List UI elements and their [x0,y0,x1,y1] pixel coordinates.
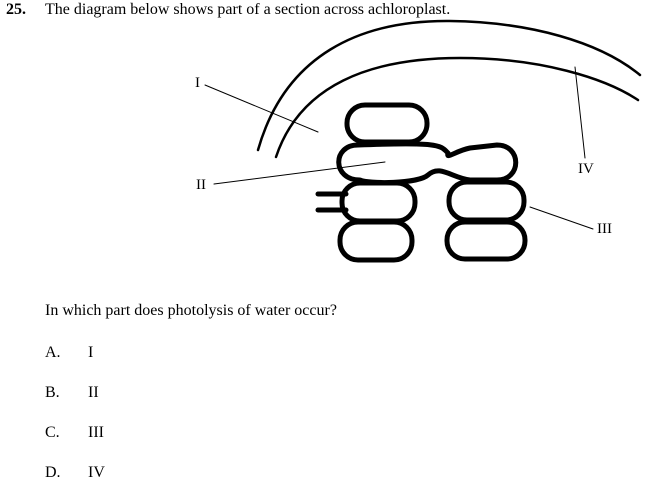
outer-membrane [256,19,642,152]
option-letter: D. [45,464,61,481]
label-line-iii [529,206,594,230]
option-text: I [88,344,94,361]
option-letter: C. [45,424,60,441]
diagram-label-iv: IV [578,161,594,177]
diagram-label-ii: II [196,177,206,193]
question-stem: The diagram below shows part of a sectio… [45,1,451,18]
thylakoid-disc [446,179,527,223]
label-line-ii [213,161,386,185]
chloroplast-diagram [204,19,642,263]
option-letter: B. [45,384,60,401]
option-text: III [88,424,104,441]
question-prompt: In which part does photolysis of water o… [45,302,337,319]
thylakoid-disc [339,180,418,224]
diagram-label-i: I [195,75,200,91]
label-line-i [204,84,319,133]
option-d[interactable]: D. IV [45,463,245,483]
inner-membrane [274,56,640,159]
thylakoid-disc [444,219,528,262]
option-a[interactable]: A. I [45,343,245,363]
thylakoid-disc [336,141,519,186]
question-number: 25. [6,1,26,18]
option-text: IV [88,464,105,481]
option-text: II [88,384,99,401]
thylakoid-disc [337,219,415,263]
option-b[interactable]: B. II [45,383,245,403]
option-c[interactable]: C. III [45,423,245,443]
thylakoid-disc [344,102,430,145]
label-line-iv [574,66,586,159]
diagram-label-iii: III [597,221,612,237]
option-letter: A. [45,344,61,361]
